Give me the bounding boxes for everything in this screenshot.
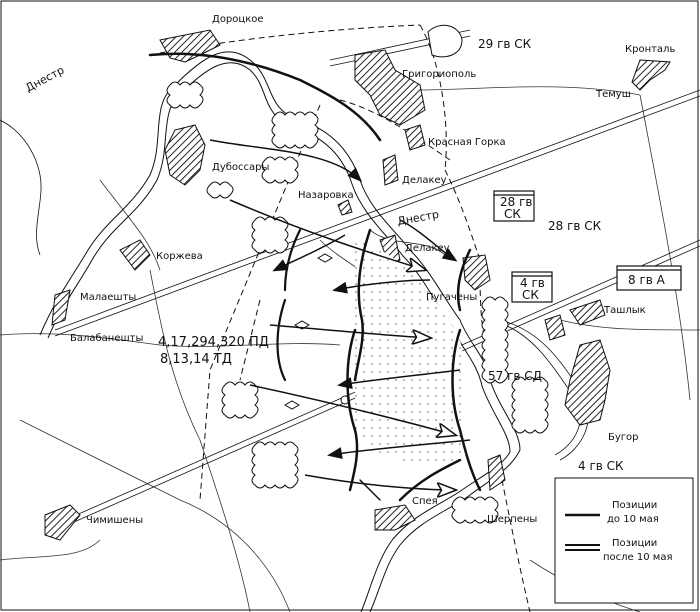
attack-zone	[355, 240, 468, 464]
label-delakeu-mid: Делакеу	[405, 243, 450, 254]
markers	[283, 253, 350, 410]
label-28gsk-box-2: СК	[504, 207, 521, 221]
label-grigoriopol: Григориополь	[402, 69, 476, 80]
settlement-chimisheny	[44, 504, 81, 541]
label-4gsk-box-1: 4 гв	[520, 276, 545, 290]
legend-item1-line1: Позиции	[612, 500, 657, 511]
label-bugor: Бугор	[608, 432, 639, 443]
label-nazarovka: Назаровка	[298, 190, 354, 201]
label-korzheva: Коржева	[156, 251, 203, 262]
label-sheremeny: Шерпены	[487, 514, 537, 525]
legend-item2-line1: Позиции	[612, 538, 657, 549]
label-tashlyk: Ташлык	[603, 305, 646, 316]
label-dorotskoe: Дороцкое	[212, 14, 264, 25]
settlement-grigoriopol	[354, 49, 426, 126]
settlement-dubossary	[164, 124, 206, 186]
settlement-delakeu-top	[382, 154, 399, 186]
label-28gsk-box-1: 28 гв	[500, 195, 532, 209]
label-chimisheny: Чимишены	[86, 515, 143, 526]
label-pugacheny: Пугачены	[426, 292, 477, 303]
label-dubossary: Дубоссары	[212, 162, 269, 173]
settlement-tashlyk-east	[544, 314, 566, 341]
label-balabaneshty: Балабанешты	[70, 333, 143, 344]
settlement-tashlyk	[569, 299, 606, 326]
settlement-pugacheny	[462, 254, 491, 291]
label-krontal: Кронталь	[625, 44, 675, 55]
label-4gsk: 4 гв СК	[578, 459, 624, 473]
label-enemy-td: 8,13,14 ТД	[160, 352, 232, 367]
front-lines	[148, 52, 482, 502]
legend: Позиции до 10 мая Позиции после 10 мая	[554, 477, 694, 604]
settlement-krasnaya-gorka	[404, 124, 426, 151]
settlement-krontal	[631, 59, 671, 91]
label-speya: Спея	[412, 496, 438, 507]
label-temush: Темуш	[595, 89, 631, 100]
label-malaeshty: Малаешты	[80, 292, 136, 303]
label-57gsd: 57 гв СД	[488, 369, 542, 383]
box-28gsk	[493, 190, 535, 222]
settlement-bugor	[564, 339, 611, 426]
label-4gsk-box-2: СК	[522, 288, 539, 302]
settlement-29gsk-outline	[427, 24, 463, 58]
label-delakeu-top: Делакеу	[402, 175, 447, 186]
legend-item2-line2: после 10 мая	[603, 552, 672, 563]
arrows	[209, 139, 471, 490]
label-krasnaya-gorka: Красная Горка	[428, 137, 506, 148]
settlement-malaeshty	[51, 289, 71, 326]
label-enemy-pd: 4,17,294,320 ПД	[158, 335, 269, 350]
settlement-sheremeny	[487, 454, 506, 491]
label-28gsk: 28 гв СК	[548, 219, 602, 233]
forests	[166, 81, 549, 524]
settlement-speya	[374, 504, 416, 531]
settlement-nazarovka	[337, 199, 353, 216]
roads	[0, 86, 700, 612]
box-4gsk	[511, 271, 553, 303]
label-8ga-box: 8 гв А	[628, 273, 666, 287]
settlements	[44, 24, 671, 541]
settlement-korzheva	[119, 239, 151, 271]
dniester-river	[0, 51, 589, 612]
legend-item1-line2: до 10 мая	[607, 514, 659, 525]
unit-boxes	[493, 190, 682, 303]
label-29gsk: 29 гв СК	[478, 37, 532, 51]
